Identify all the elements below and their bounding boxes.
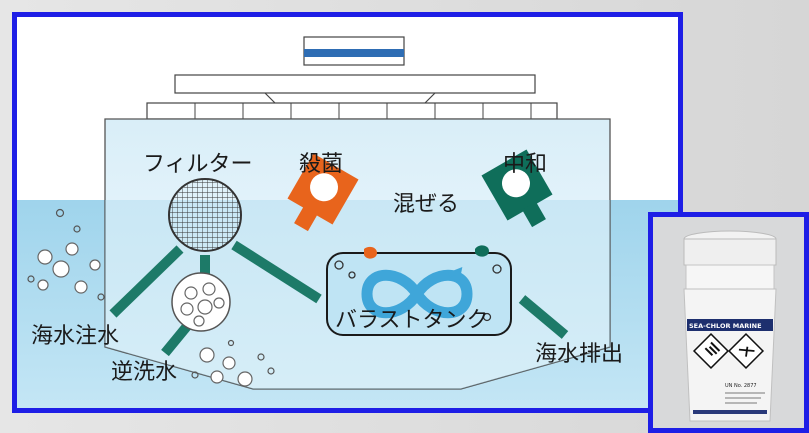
label-filter: フィルター (143, 152, 253, 177)
ballast-treatment-diagram: フィルター 殺菌 中和 混ぜる バラストタンク 海水注水 逆洗水 海水排出 (17, 36, 678, 408)
neutralize-canister-icon (481, 149, 553, 228)
label-neutralize: 中和 (503, 152, 547, 177)
deck-railing (146, 102, 558, 120)
bucket-label-band (687, 319, 773, 331)
label-seawater-intake: 海水注水 (31, 324, 119, 349)
bridge-stripe (304, 49, 404, 57)
mixing-loop-icon (361, 269, 473, 319)
product-photo-panel: SEA-CHLOR MARINE UN No. 2877 (648, 212, 809, 433)
sterilize-canister-icon (287, 153, 359, 232)
filter-to-tank-pipe (231, 240, 322, 304)
bucket-un-number: UN No. 2877 (725, 383, 757, 389)
filter-mesh-icon (168, 178, 242, 252)
bubbles-bottom-icon (191, 339, 275, 379)
label-backwash: 逆洗水 (111, 360, 177, 385)
mixing-arrow-icon (448, 266, 463, 282)
corrosive-hazard-icon (692, 332, 730, 370)
bubbles-left-icon (27, 208, 105, 301)
backwash-pipe (161, 321, 192, 357)
pipes (109, 240, 569, 357)
intake-pipe (109, 245, 184, 318)
trapped-shells-icon (180, 282, 225, 327)
chemical-bucket-image: SEA-CHLOR MARINE UN No. 2877 (653, 217, 804, 428)
label-sterilize: 殺菌 (299, 152, 343, 177)
sterilize-drop-icon (364, 246, 377, 259)
label-seawater-discharge: 海水排出 (535, 342, 623, 367)
environment-hazard-icon (727, 332, 765, 370)
discharge-pipe (518, 295, 569, 339)
shells-bottom-icon (199, 347, 253, 387)
tank-bubbles (334, 260, 502, 322)
label-mix: 混ぜる (393, 192, 459, 217)
upper-deck (174, 74, 536, 94)
neutralize-drop-icon (475, 245, 489, 257)
shells-left-icon (37, 242, 101, 294)
diagram-panel: フィルター 殺菌 中和 混ぜる バラストタンク 海水注水 逆洗水 海水排出 (12, 12, 683, 413)
deck-supports (264, 92, 436, 104)
label-ballast-tank: バラストタンク (335, 308, 489, 333)
railing-posts (194, 103, 532, 119)
bucket-brand: SEA-CHLOR MARINE (689, 322, 762, 330)
